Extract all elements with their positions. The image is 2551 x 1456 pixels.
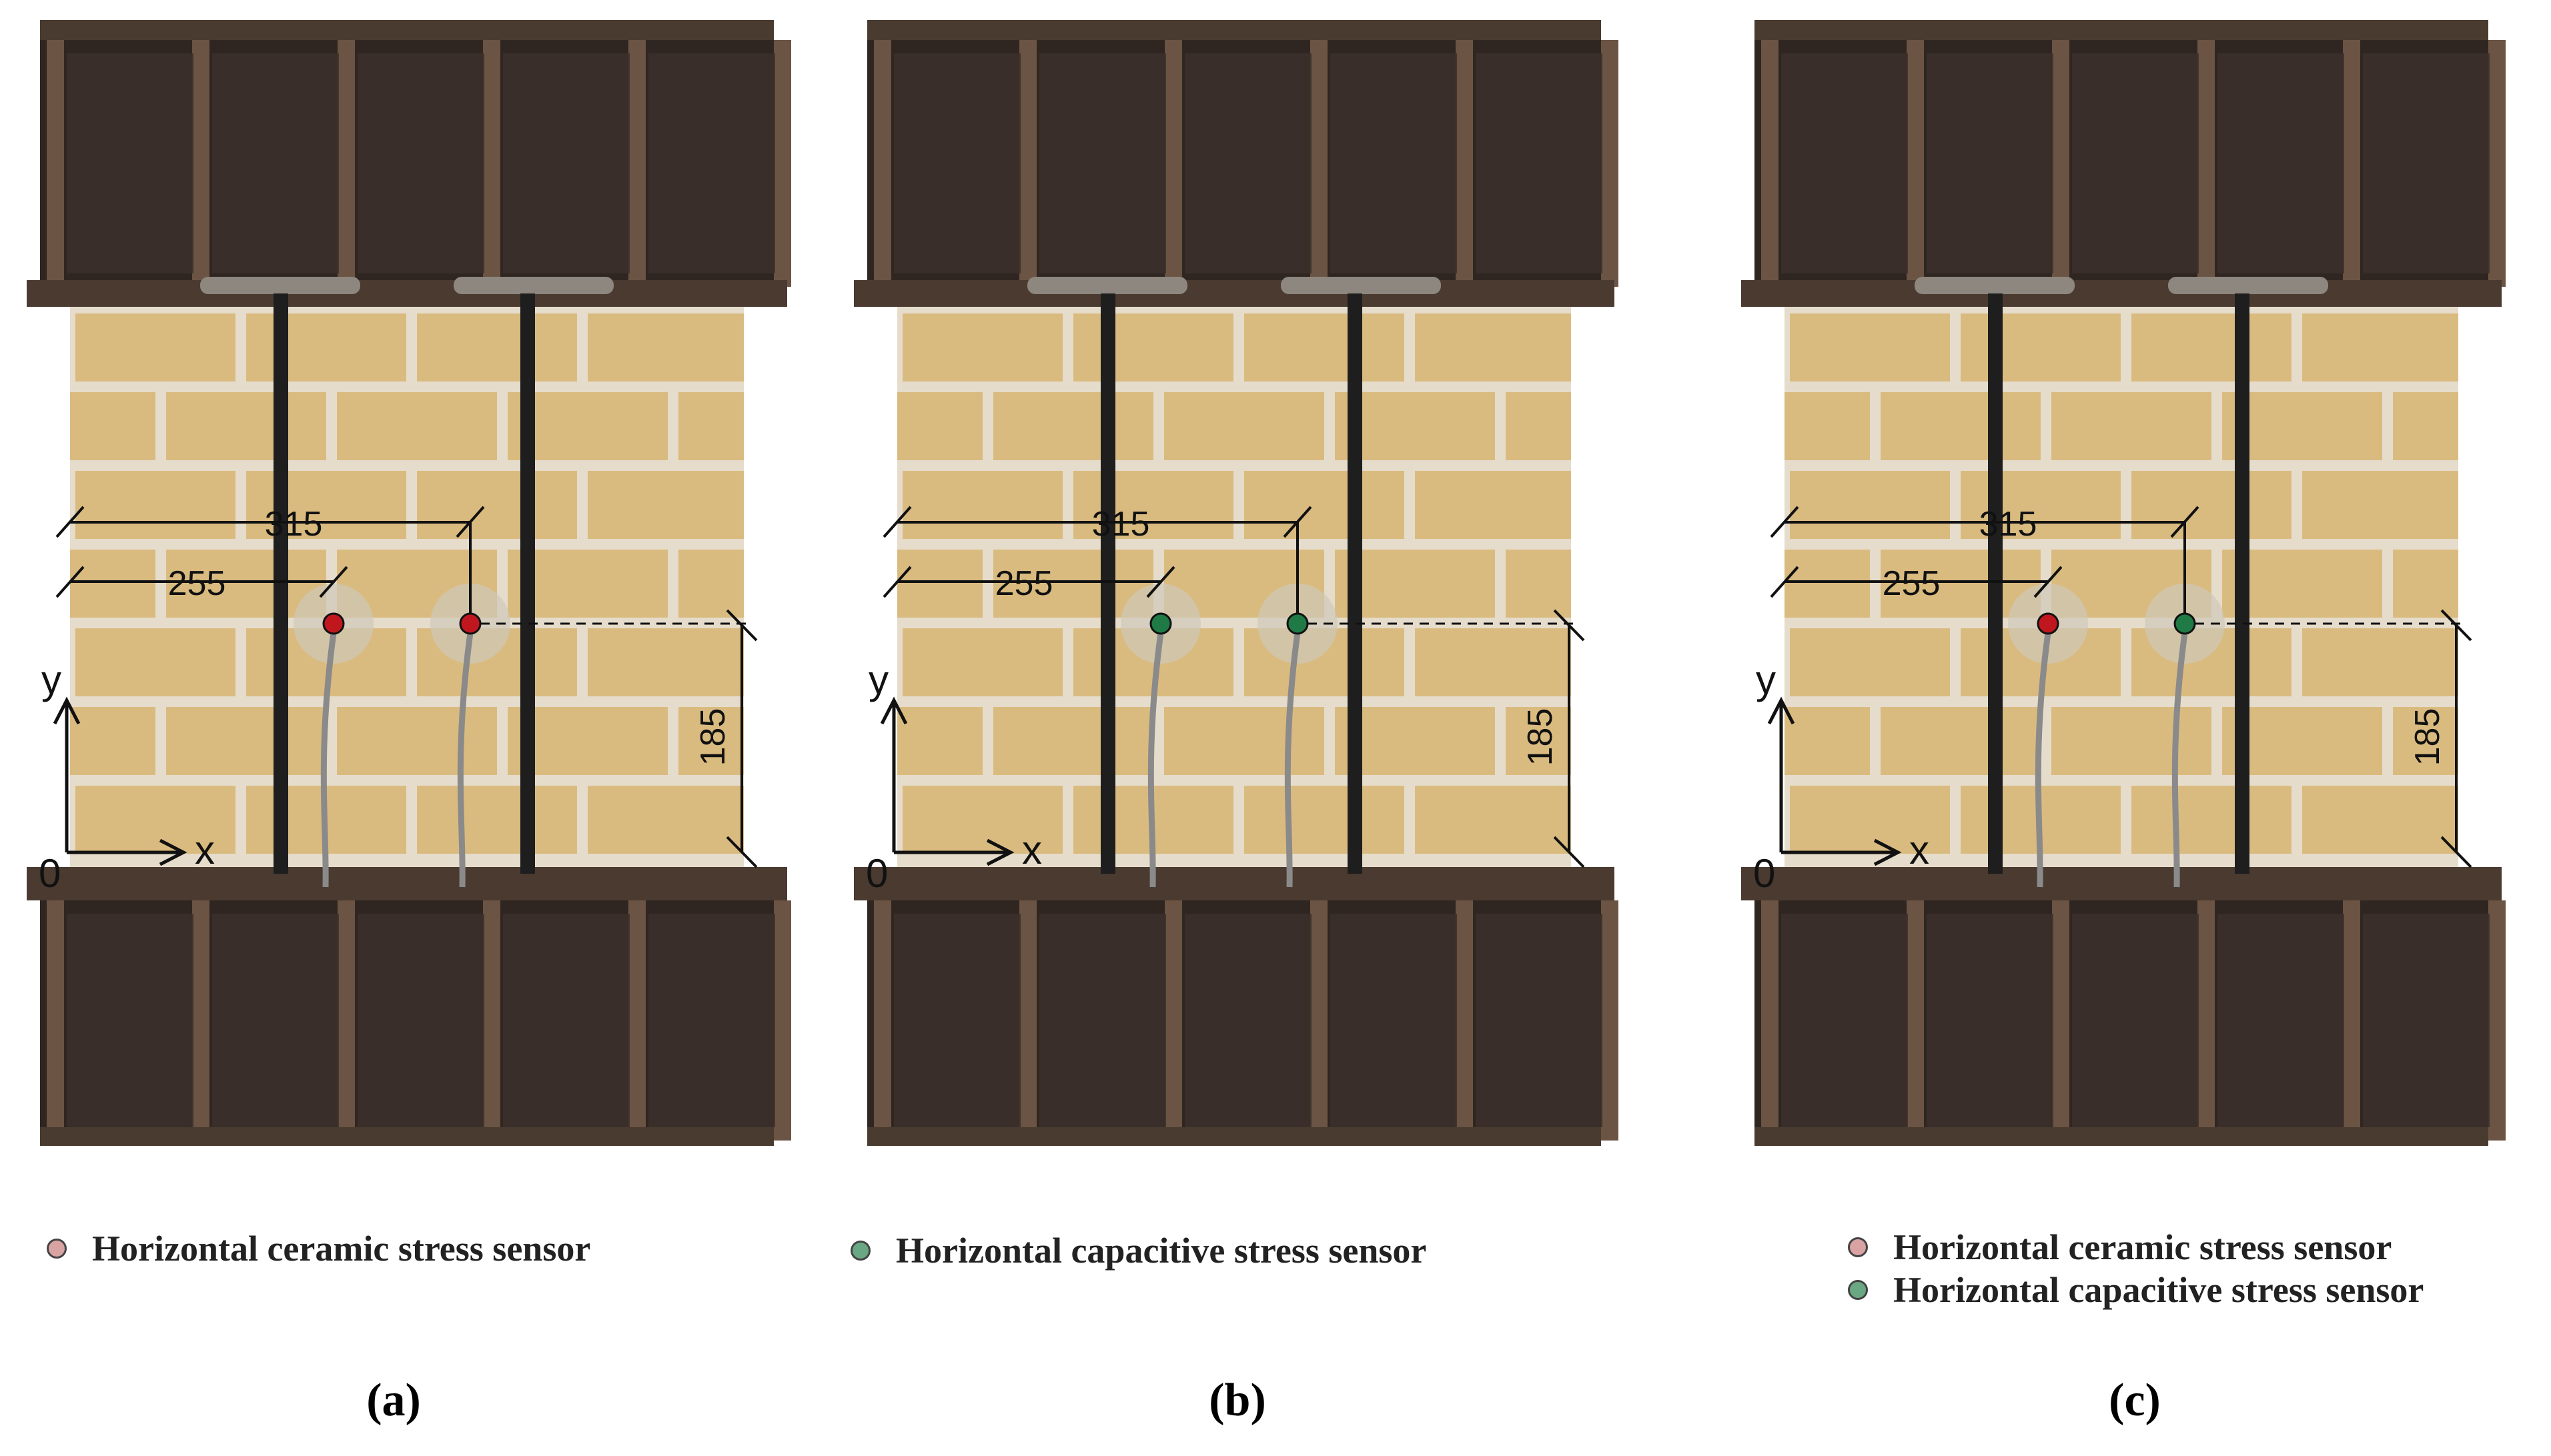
dimension-label-315: 315 xyxy=(1092,505,1150,544)
axis-label-x: x xyxy=(1909,828,1929,872)
caption-b: (b) xyxy=(1209,1375,1266,1426)
tie-rod xyxy=(1348,293,1362,874)
legend-label: Horizontal capacitive stress sensor xyxy=(1893,1270,2424,1310)
dimension-label-185: 185 xyxy=(2408,708,2447,766)
top-steel-beam xyxy=(1741,20,2506,307)
dimension-lines xyxy=(1770,506,2472,868)
top-steel-beam xyxy=(27,20,791,307)
legend-a: Horizontal ceramic stress sensor xyxy=(47,1227,590,1270)
sensor-cable xyxy=(1284,632,1301,888)
legend-item: Horizontal ceramic stress sensor xyxy=(1848,1226,2424,1269)
coordinate-axes xyxy=(1767,696,1902,866)
axis-label-x: x xyxy=(195,828,215,872)
legend-item: Horizontal capacitive stress sensor xyxy=(1848,1269,2424,1311)
panel-b: 315 255 185 y x 0 xyxy=(854,0,1681,1174)
tie-rod xyxy=(1101,293,1115,874)
legend-item: Horizontal ceramic stress sensor xyxy=(47,1227,590,1270)
axis-label-y: y xyxy=(41,658,61,702)
sensor-cable xyxy=(320,632,337,888)
ceramic-sensor-marker xyxy=(322,612,345,635)
ceramic-sensor-marker xyxy=(459,612,482,635)
capacitive-sensor-marker xyxy=(1149,612,1172,635)
dimension-label-255: 255 xyxy=(995,564,1053,603)
sensor-cable xyxy=(457,632,474,888)
tie-rod xyxy=(1988,293,2003,874)
dimension-label-185: 185 xyxy=(1521,708,1560,766)
capacitive-sensor-dot-icon xyxy=(1848,1280,1868,1300)
axis-origin-label: 0 xyxy=(1753,851,1775,896)
legend-b: Horizontal capacitive stress sensor xyxy=(851,1229,1426,1272)
dimension-label-185: 185 xyxy=(694,708,732,766)
axis-label-y: y xyxy=(869,658,889,702)
dimension-lines xyxy=(883,506,1585,868)
capacitive-sensor-marker xyxy=(1286,612,1309,635)
bottom-steel-beam xyxy=(854,867,1618,1146)
top-steel-beam xyxy=(854,20,1618,307)
legend-c: Horizontal ceramic stress sensor Horizon… xyxy=(1848,1226,2424,1311)
ceramic-sensor-dot-icon xyxy=(1848,1237,1868,1257)
dimension-label-255: 255 xyxy=(1883,564,1941,603)
wall-photo-c: 315 255 185 y x 0 xyxy=(1741,20,2506,1146)
wall-photo-a: 315 255 185 y x 0 xyxy=(27,20,791,1146)
legend-label: Horizontal capacitive stress sensor xyxy=(896,1231,1427,1271)
legend-label: Horizontal ceramic stress sensor xyxy=(92,1229,591,1269)
masonry-wall xyxy=(897,307,1571,867)
panel-c: 315 255 185 y x 0 xyxy=(1741,0,2551,1174)
legend-item: Horizontal capacitive stress sensor xyxy=(851,1229,1426,1272)
tie-rod xyxy=(2235,293,2249,874)
capacitive-sensor-marker xyxy=(2173,612,2196,635)
coordinate-axes xyxy=(880,696,1015,866)
masonry-wall xyxy=(70,307,744,867)
caption-c: (c) xyxy=(2109,1375,2161,1426)
dimension-label-255: 255 xyxy=(168,564,226,603)
coordinate-axes xyxy=(53,696,187,866)
dimension-label-315: 315 xyxy=(1979,505,2037,544)
capacitive-sensor-dot-icon xyxy=(851,1241,871,1261)
tie-rod xyxy=(520,293,535,874)
sensor-cable xyxy=(1147,632,1164,888)
axis-label-y: y xyxy=(1756,658,1776,702)
dimension-lines xyxy=(55,506,758,868)
bottom-steel-beam xyxy=(27,867,791,1146)
ceramic-sensor-marker xyxy=(2037,612,2059,635)
sensor-cable xyxy=(2035,632,2051,888)
wall-photo-b: 315 255 185 y x 0 xyxy=(854,20,1618,1146)
panel-a: 315 255 185 y x 0 xyxy=(27,0,854,1174)
axis-origin-label: 0 xyxy=(866,851,888,896)
ceramic-sensor-dot-icon xyxy=(47,1239,67,1259)
dimension-label-315: 315 xyxy=(265,505,323,544)
axis-label-x: x xyxy=(1022,828,1042,872)
axis-origin-label: 0 xyxy=(39,851,61,896)
bottom-steel-beam xyxy=(1741,867,2506,1146)
sensor-cable xyxy=(2171,632,2188,888)
legend-label: Horizontal ceramic stress sensor xyxy=(1893,1227,2392,1267)
caption-a: (a) xyxy=(366,1375,421,1426)
tie-rod xyxy=(274,293,288,874)
